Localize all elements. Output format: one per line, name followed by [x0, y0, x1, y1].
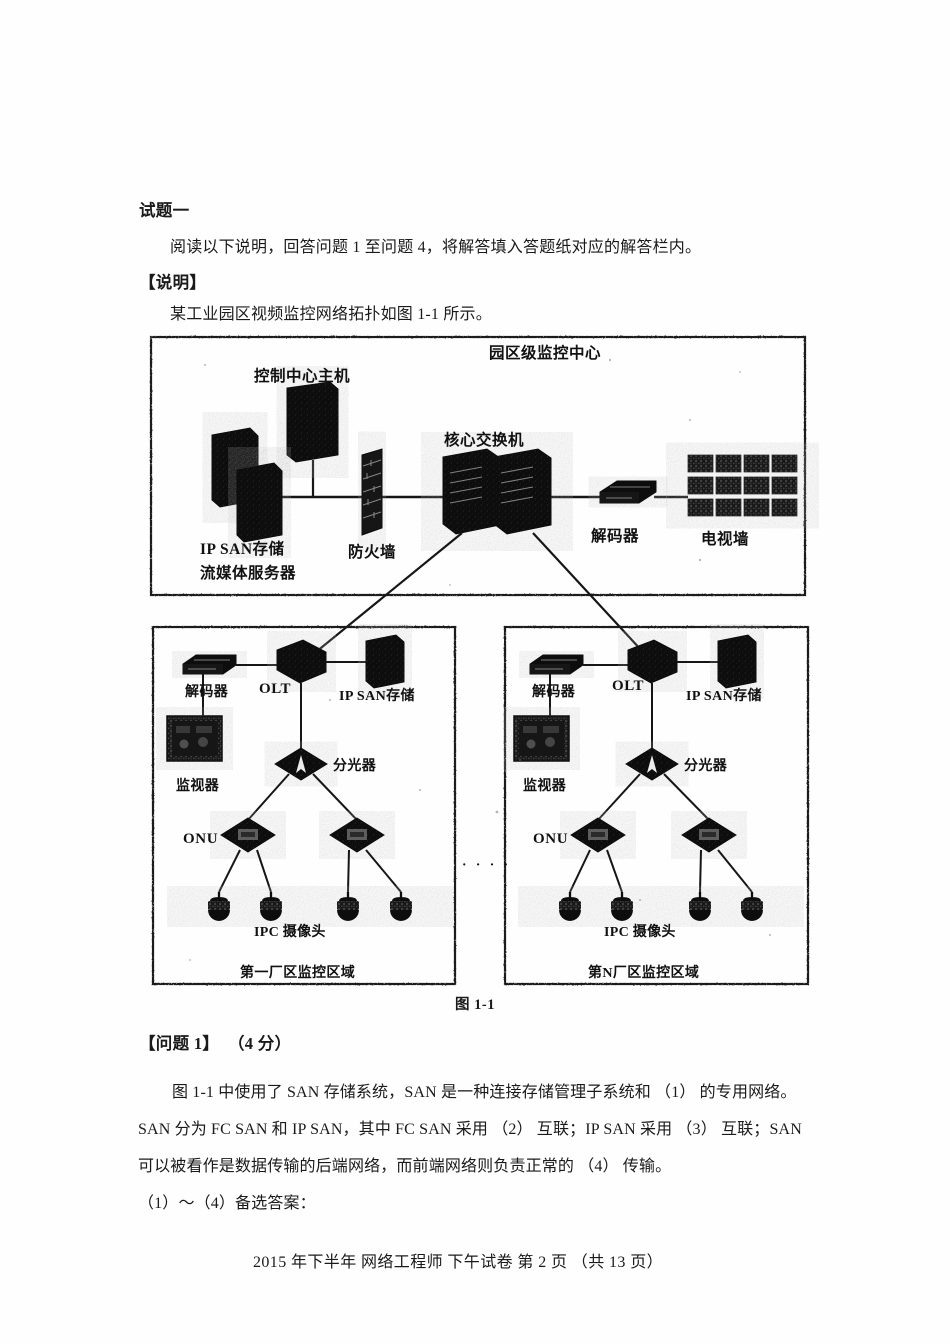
- label-left-decoder: 解码器: [185, 685, 229, 700]
- question1-heading: 【问题 1】: [139, 1034, 220, 1053]
- label-tv-wall: 电视墙: [701, 531, 750, 548]
- label-left-plant-title: 第一厂区监控区域: [240, 966, 356, 981]
- label-left-splitter: 分光器: [333, 759, 377, 774]
- label-left-monitor: 监视器: [176, 779, 220, 794]
- question1-line-1: 图 1-1 中使用了 SAN 存储系统，SAN 是一种连接存储管理子系统和 （1…: [172, 1084, 797, 1101]
- label-left-onu: ONU: [183, 831, 219, 847]
- question1-line-3: 可以被看作是数据传输的后端网络，而前端网络则负责正常的 （4） 传输。: [138, 1158, 672, 1175]
- label-left-olt: OLT: [259, 681, 292, 697]
- intro-paragraph: 阅读以下说明，回答问题 1 至问题 4，将解答填入答题纸对应的解答栏内。: [170, 239, 702, 256]
- label-right-ipc-camera: IPC 摄像头: [604, 925, 676, 940]
- note-paragraph: 某工业园区视频监控网络拓扑如图 1-1 所示。: [170, 306, 492, 323]
- label-right-olt: OLT: [612, 678, 645, 694]
- question1-points: （4 分）: [228, 1034, 292, 1053]
- label-firewall: 防火墙: [348, 544, 397, 561]
- note-heading: 【说明】: [139, 273, 207, 292]
- label-right-ip-san: IP SAN存储: [686, 689, 762, 704]
- label-core-switch: 核心交换机: [444, 432, 525, 449]
- figure-caption: 图 1-1: [455, 997, 495, 1013]
- label-right-decoder: 解码器: [532, 685, 576, 700]
- label-campus-center-title: 园区级监控中心: [489, 345, 602, 362]
- label-right-monitor: 监视器: [523, 779, 567, 794]
- section-title: 试题一: [139, 201, 190, 220]
- label-right-onu: ONU: [533, 831, 569, 847]
- page-footer: 2015 年下半年 网络工程师 下午试卷 第 2 页 （共 13 页）: [253, 1254, 664, 1271]
- label-streaming-server: 流媒体服务器: [200, 565, 297, 582]
- label-right-plant-title: 第N厂区监控区域: [588, 966, 700, 981]
- label-decoder-center: 解码器: [591, 528, 640, 545]
- plants-ellipsis: · · · ·: [462, 857, 512, 872]
- label-control-center-host: 控制中心主机: [254, 368, 351, 385]
- label-right-splitter: 分光器: [684, 759, 728, 774]
- label-left-ip-san: IP SAN存储: [339, 689, 415, 704]
- question1-line-4: （1）～（4）备选答案：: [138, 1195, 316, 1212]
- label-left-ipc-camera: IPC 摄像头: [254, 925, 326, 940]
- question1-line-2: SAN 分为 FC SAN 和 IP SAN，其中 FC SAN 采用 （2） …: [138, 1121, 802, 1138]
- label-ip-san-storage: IP SAN存储: [200, 541, 285, 558]
